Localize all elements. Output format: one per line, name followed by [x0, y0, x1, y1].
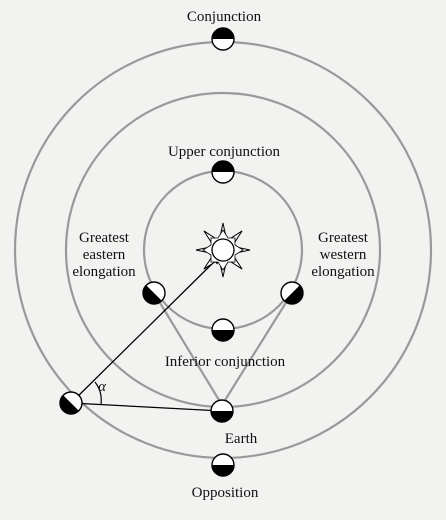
label-earth: Earth	[225, 431, 258, 447]
planet-opposition-icon	[211, 453, 235, 477]
label-greatest-western-line1: Greatest	[318, 230, 369, 246]
planet-eastern-elongation-icon	[142, 281, 166, 305]
label-greatest-eastern-line2: eastern	[83, 247, 126, 263]
planet-inferior-conjunction-icon	[211, 318, 235, 342]
label-greatest-western-line3: elongation	[311, 264, 375, 280]
sun-icon	[195, 222, 251, 278]
label-inferior-conjunction: Inferior conjunction	[165, 354, 286, 370]
planet-western-elongation-icon	[280, 281, 304, 305]
western-elongation-sightline	[221, 292, 293, 406]
planet-elongation-alpha-icon	[59, 391, 83, 415]
eastern-elongation-sightline	[153, 292, 223, 406]
alpha-angle-arc	[94, 381, 102, 405]
label-greatest-eastern-line1: Greatest	[79, 230, 130, 246]
label-conjunction: Conjunction	[187, 9, 262, 25]
label-upper-conjunction: Upper conjunction	[168, 144, 281, 160]
earth-icon	[210, 399, 234, 423]
planet-earth-line	[70, 402, 223, 412]
label-greatest-eastern-line3: elongation	[72, 264, 136, 280]
planet-sun-line	[70, 254, 222, 404]
label-alpha: α	[98, 379, 107, 395]
label-greatest-western-line2: western	[320, 247, 367, 263]
label-opposition: Opposition	[192, 485, 259, 501]
planet-conjunction-icon	[211, 27, 235, 51]
planet-upper-conjunction-icon	[211, 160, 235, 184]
